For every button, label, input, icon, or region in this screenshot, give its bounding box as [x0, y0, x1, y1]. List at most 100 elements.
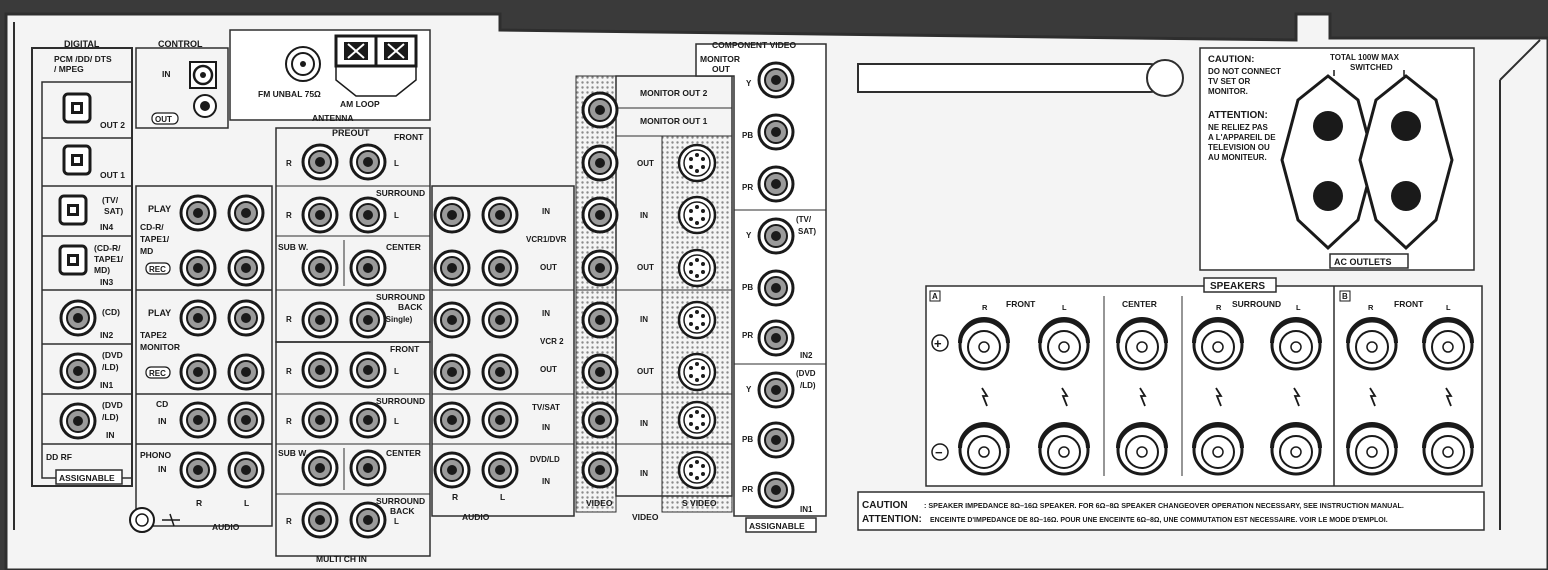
- composite-video-jack[interactable]: [581, 451, 619, 489]
- speaker-terminal-plus[interactable]: [1116, 317, 1168, 371]
- av-audio-l-jack[interactable]: [481, 401, 519, 439]
- audio-r-jack[interactable]: [179, 249, 217, 287]
- av-audio-r-jack[interactable]: [433, 401, 471, 439]
- component-jack[interactable]: [757, 217, 795, 255]
- fm-antenna-jack[interactable]: [285, 46, 321, 82]
- preout-r-jack[interactable]: [301, 351, 339, 389]
- preout-l-jack[interactable]: [349, 501, 387, 539]
- comp-pr-1: PR: [742, 183, 753, 192]
- preout-l-jack[interactable]: [349, 401, 387, 439]
- am-loop-terminals[interactable]: [334, 34, 418, 97]
- audio-l-jack[interactable]: [227, 249, 265, 287]
- optical-in-4[interactable]: [58, 194, 88, 226]
- preout-l-jack[interactable]: [349, 301, 387, 339]
- speaker-terminal-minus[interactable]: [1270, 422, 1322, 476]
- coax-in-1-jack[interactable]: [59, 352, 97, 390]
- preout-r-jack[interactable]: [301, 301, 339, 339]
- audio-l-jack[interactable]: [227, 451, 265, 489]
- component-jack[interactable]: [757, 165, 795, 203]
- speaker-terminal-plus[interactable]: [1346, 317, 1398, 371]
- composite-video-jack[interactable]: [581, 401, 619, 439]
- ac-outlet-right[interactable]: [1358, 74, 1454, 251]
- speaker-terminal-plus[interactable]: [1192, 317, 1244, 371]
- av-audio-l-jack[interactable]: [481, 196, 519, 234]
- speaker-terminal-plus[interactable]: [1422, 317, 1474, 371]
- preout-r-jack[interactable]: [301, 449, 339, 487]
- preout-r-jack[interactable]: [301, 143, 339, 181]
- speakers-front-a: FRONT: [1006, 299, 1036, 309]
- composite-video-jack[interactable]: [581, 301, 619, 339]
- control-in-jack[interactable]: [189, 61, 217, 89]
- av-audio-r-jack[interactable]: [433, 301, 471, 339]
- audio-r-jack[interactable]: [179, 451, 217, 489]
- speaker-terminal-minus[interactable]: [958, 422, 1010, 476]
- composite-video-jack[interactable]: [581, 196, 619, 234]
- optical-out-2[interactable]: [62, 92, 92, 124]
- audio-l-jack[interactable]: [227, 194, 265, 232]
- svideo-jack[interactable]: [677, 248, 717, 288]
- av-audio-l-jack[interactable]: [481, 301, 519, 339]
- coax-in-2-jack[interactable]: [59, 299, 97, 337]
- svideo-jack[interactable]: [677, 450, 717, 490]
- preout-r-surround: R: [286, 211, 292, 220]
- component-jack[interactable]: [757, 371, 795, 409]
- svideo-jack[interactable]: [677, 195, 717, 235]
- preout-l-jack[interactable]: [349, 143, 387, 181]
- composite-video-jack[interactable]: [581, 353, 619, 391]
- preout-l-jack[interactable]: [349, 196, 387, 234]
- component-jack[interactable]: [757, 319, 795, 357]
- speaker-terminal-minus[interactable]: [1192, 422, 1244, 476]
- composite-video-jack[interactable]: [581, 91, 619, 129]
- optical-out-1[interactable]: [62, 144, 92, 176]
- component-jack[interactable]: [757, 471, 795, 509]
- speaker-terminal-plus[interactable]: [1270, 317, 1322, 371]
- spk-l-2: L: [1296, 303, 1301, 312]
- av-audio-r-jack[interactable]: [433, 196, 471, 234]
- audio-r-jack[interactable]: [179, 353, 217, 391]
- audio-l-jack[interactable]: [227, 401, 265, 439]
- speaker-terminal-plus[interactable]: [958, 317, 1010, 371]
- audio-l-jack[interactable]: [227, 353, 265, 391]
- preout-l-jack[interactable]: [349, 351, 387, 389]
- svideo-jack[interactable]: [677, 300, 717, 340]
- component-jack[interactable]: [757, 113, 795, 151]
- preout-r-jack[interactable]: [301, 196, 339, 234]
- audio-r-jack[interactable]: [179, 401, 217, 439]
- av-audio-l-jack[interactable]: [481, 249, 519, 287]
- preout-r-jack[interactable]: [301, 249, 339, 287]
- component-jack[interactable]: [757, 421, 795, 459]
- audio-r-jack[interactable]: [179, 299, 217, 337]
- av-audio-l-jack[interactable]: [481, 353, 519, 391]
- spk-r-1: R: [982, 303, 988, 312]
- component-jack[interactable]: [757, 61, 795, 99]
- control-out-jack[interactable]: [193, 94, 217, 118]
- label-vcr1-out: OUT: [540, 263, 557, 272]
- preout-r-jack[interactable]: [301, 401, 339, 439]
- speaker-terminal-minus[interactable]: [1038, 422, 1090, 476]
- av-audio-r-jack[interactable]: [433, 249, 471, 287]
- preout-l-jack[interactable]: [349, 249, 387, 287]
- component-jack[interactable]: [757, 269, 795, 307]
- ac-attention: ATTENTION:: [1208, 110, 1268, 121]
- preout-r-jack[interactable]: [301, 501, 339, 539]
- av-audio-l-jack[interactable]: [481, 451, 519, 489]
- optical-in-3[interactable]: [58, 244, 88, 276]
- preout-l-jack[interactable]: [349, 449, 387, 487]
- label-audio-r: R: [196, 498, 202, 508]
- svideo-jack[interactable]: [677, 400, 717, 440]
- av-audio-r-jack[interactable]: [433, 353, 471, 391]
- composite-video-jack[interactable]: [581, 249, 619, 287]
- av-audio-r-jack[interactable]: [433, 451, 471, 489]
- composite-video-jack[interactable]: [581, 144, 619, 182]
- ground-screw[interactable]: [129, 507, 155, 533]
- audio-r-jack[interactable]: [179, 194, 217, 232]
- speaker-terminal-minus[interactable]: [1116, 422, 1168, 476]
- ac-outlet-left[interactable]: [1280, 74, 1376, 251]
- svideo-jack[interactable]: [677, 352, 717, 392]
- speaker-terminal-minus[interactable]: [1346, 422, 1398, 476]
- speaker-terminal-plus[interactable]: [1038, 317, 1090, 371]
- audio-l-jack[interactable]: [227, 299, 265, 337]
- svideo-jack[interactable]: [677, 143, 717, 183]
- coax-dd-rf-jack[interactable]: [59, 402, 97, 440]
- speaker-terminal-minus[interactable]: [1422, 422, 1474, 476]
